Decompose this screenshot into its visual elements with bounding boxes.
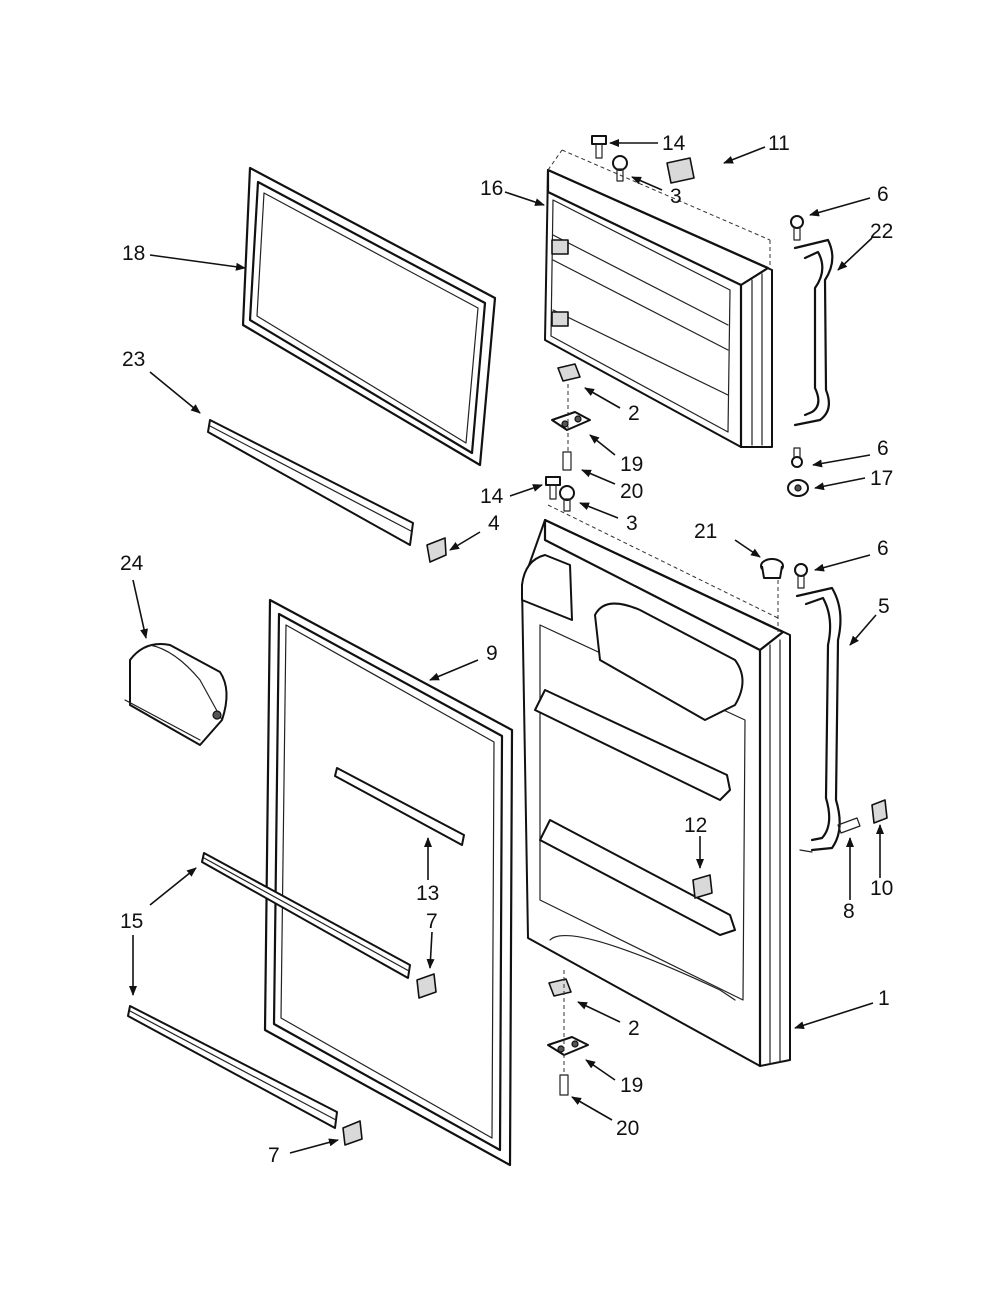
callout-2-bottom: 2 bbox=[628, 1017, 640, 1040]
fresh-food-door bbox=[521, 504, 791, 1068]
callout-14-mid: 14 bbox=[480, 485, 504, 508]
callout-23: 23 bbox=[122, 348, 145, 371]
dairy-bin bbox=[124, 643, 228, 746]
upper-hinge-parts bbox=[545, 363, 591, 512]
callout-11: 11 bbox=[768, 132, 790, 155]
screws-upper bbox=[591, 135, 628, 182]
door-bar-13 bbox=[334, 767, 465, 846]
callout-10: 10 bbox=[870, 877, 893, 900]
callout-3-mid: 3 bbox=[626, 512, 638, 535]
callout-15: 15 bbox=[120, 910, 143, 933]
callout-4: 4 bbox=[488, 512, 500, 535]
label-card bbox=[666, 157, 695, 184]
callout-20-bottom: 20 bbox=[616, 1117, 639, 1140]
callout-3-top: 3 bbox=[670, 185, 682, 208]
end-cap-part-4 bbox=[426, 537, 447, 563]
handle-screw-and-cap bbox=[837, 799, 888, 834]
callout-14-top: 14 bbox=[662, 132, 686, 155]
end-caps-part-7 bbox=[342, 973, 437, 1146]
callout-16: 16 bbox=[480, 177, 503, 200]
freezer-door bbox=[544, 149, 773, 449]
callout-17: 17 bbox=[870, 467, 893, 490]
fresh-food-door-gasket bbox=[263, 598, 514, 1167]
freezer-door-bar bbox=[207, 419, 414, 546]
callout-24: 24 bbox=[120, 552, 144, 575]
callout-13: 13 bbox=[416, 882, 439, 905]
callout-6-mid: 6 bbox=[877, 437, 889, 460]
callout-6-bottom: 6 bbox=[877, 537, 889, 560]
callout-6-top: 6 bbox=[877, 183, 889, 206]
fresh-food-handle bbox=[794, 563, 842, 853]
callout-20-top: 20 bbox=[620, 480, 643, 503]
callout-22: 22 bbox=[870, 220, 893, 243]
freezer-handle bbox=[787, 215, 834, 497]
freezer-door-gasket bbox=[241, 166, 497, 467]
callout-18: 18 bbox=[122, 242, 145, 265]
callout-7-bottom: 7 bbox=[268, 1144, 280, 1167]
door-shelf-bars bbox=[127, 852, 411, 1129]
callout-1: 1 bbox=[878, 987, 890, 1010]
callout-9: 9 bbox=[486, 642, 498, 665]
callout-8: 8 bbox=[843, 900, 855, 923]
callout-7-mid: 7 bbox=[426, 910, 438, 933]
callout-12: 12 bbox=[684, 814, 707, 837]
callout-19-bottom: 19 bbox=[620, 1074, 643, 1097]
lower-hinge-parts bbox=[547, 970, 589, 1096]
callout-labels: 14 11 3 16 6 22 18 23 2 19 6 17 14 20 4 … bbox=[120, 132, 893, 1167]
callout-5: 5 bbox=[878, 595, 890, 618]
callout-19-top: 19 bbox=[620, 453, 643, 476]
callout-21: 21 bbox=[694, 520, 717, 543]
plug-button bbox=[760, 558, 784, 579]
callout-2-top: 2 bbox=[628, 402, 640, 425]
leader-lines bbox=[129, 139, 884, 1154]
